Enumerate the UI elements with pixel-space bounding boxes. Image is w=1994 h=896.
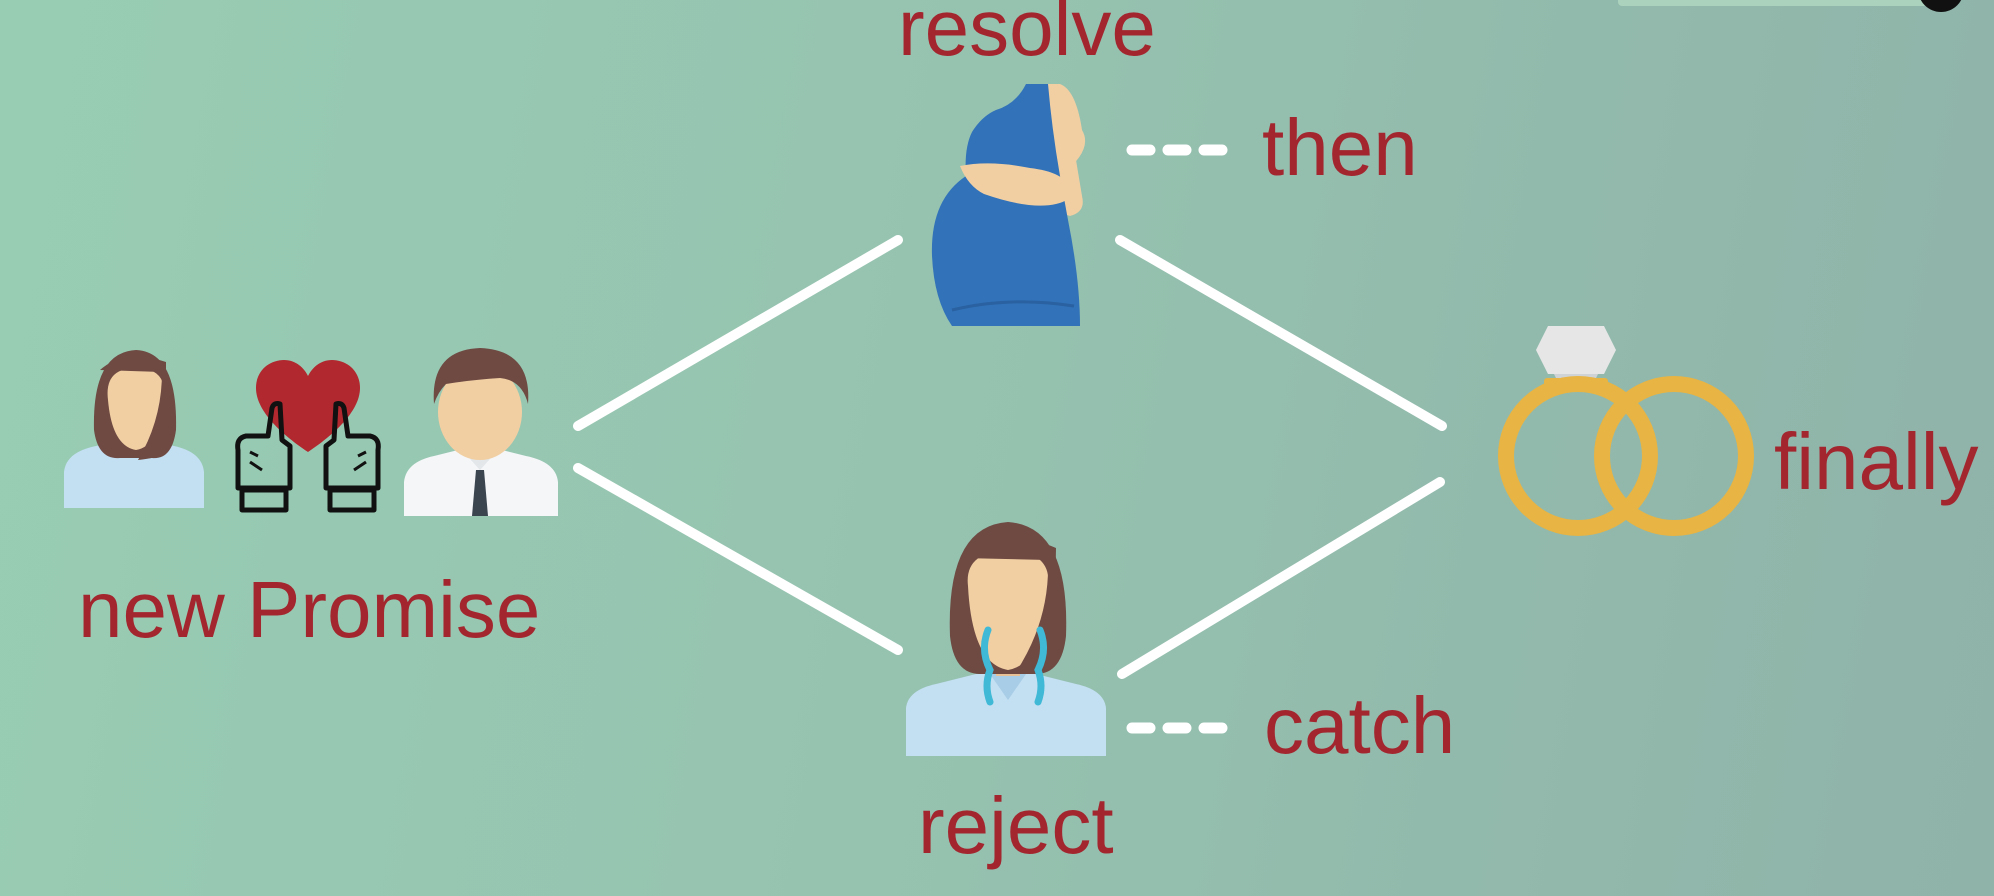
arrow-catch-to-finally (1117, 477, 1445, 679)
label-new-promise: new Promise (78, 565, 541, 654)
arrow-then-to-finally (1115, 235, 1447, 431)
label-catch: catch (1264, 681, 1456, 770)
label-then: then (1262, 103, 1418, 192)
top-edge-bar (1618, 0, 1928, 6)
heart-hands-icon (235, 360, 381, 513)
crying-woman-icon (906, 522, 1106, 756)
label-reject: reject (918, 781, 1114, 870)
wedding-rings-icon (1498, 326, 1754, 536)
pregnant-woman-icon (931, 84, 1086, 326)
label-resolve: resolve (898, 0, 1156, 72)
arrow-to-reject (573, 463, 903, 655)
woman-avatar-icon (64, 350, 204, 508)
man-avatar-icon (404, 348, 558, 516)
label-finally: finally (1774, 417, 1979, 506)
arrow-to-resolve (573, 235, 903, 431)
